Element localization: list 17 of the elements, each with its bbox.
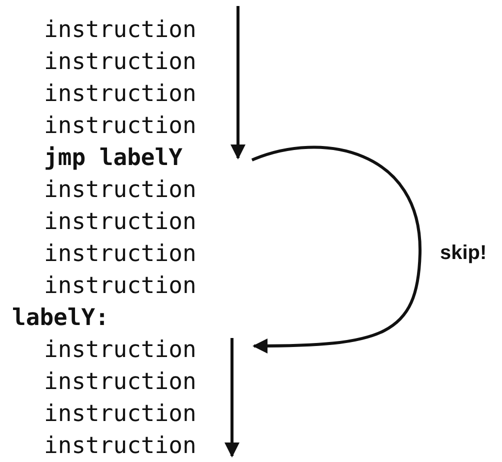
arrow [224,338,240,458]
code-line: instruction [44,432,196,460]
code-line: instruction [44,368,196,396]
code-line: instruction [44,48,196,76]
arrow [230,6,246,160]
code-line: instruction [44,336,196,364]
code-line: instruction [44,272,196,300]
code-line: instruction [44,208,196,236]
code-line: instruction [44,176,196,204]
code-line: jmp labelY [44,144,182,172]
code-line: instruction [44,240,196,268]
code-line: instruction [44,400,196,428]
code-line: instruction [44,80,196,108]
code-label: labelY: [12,304,109,332]
arrow [252,146,422,354]
code-line: instruction [44,112,196,140]
code-line: instruction [44,16,196,44]
